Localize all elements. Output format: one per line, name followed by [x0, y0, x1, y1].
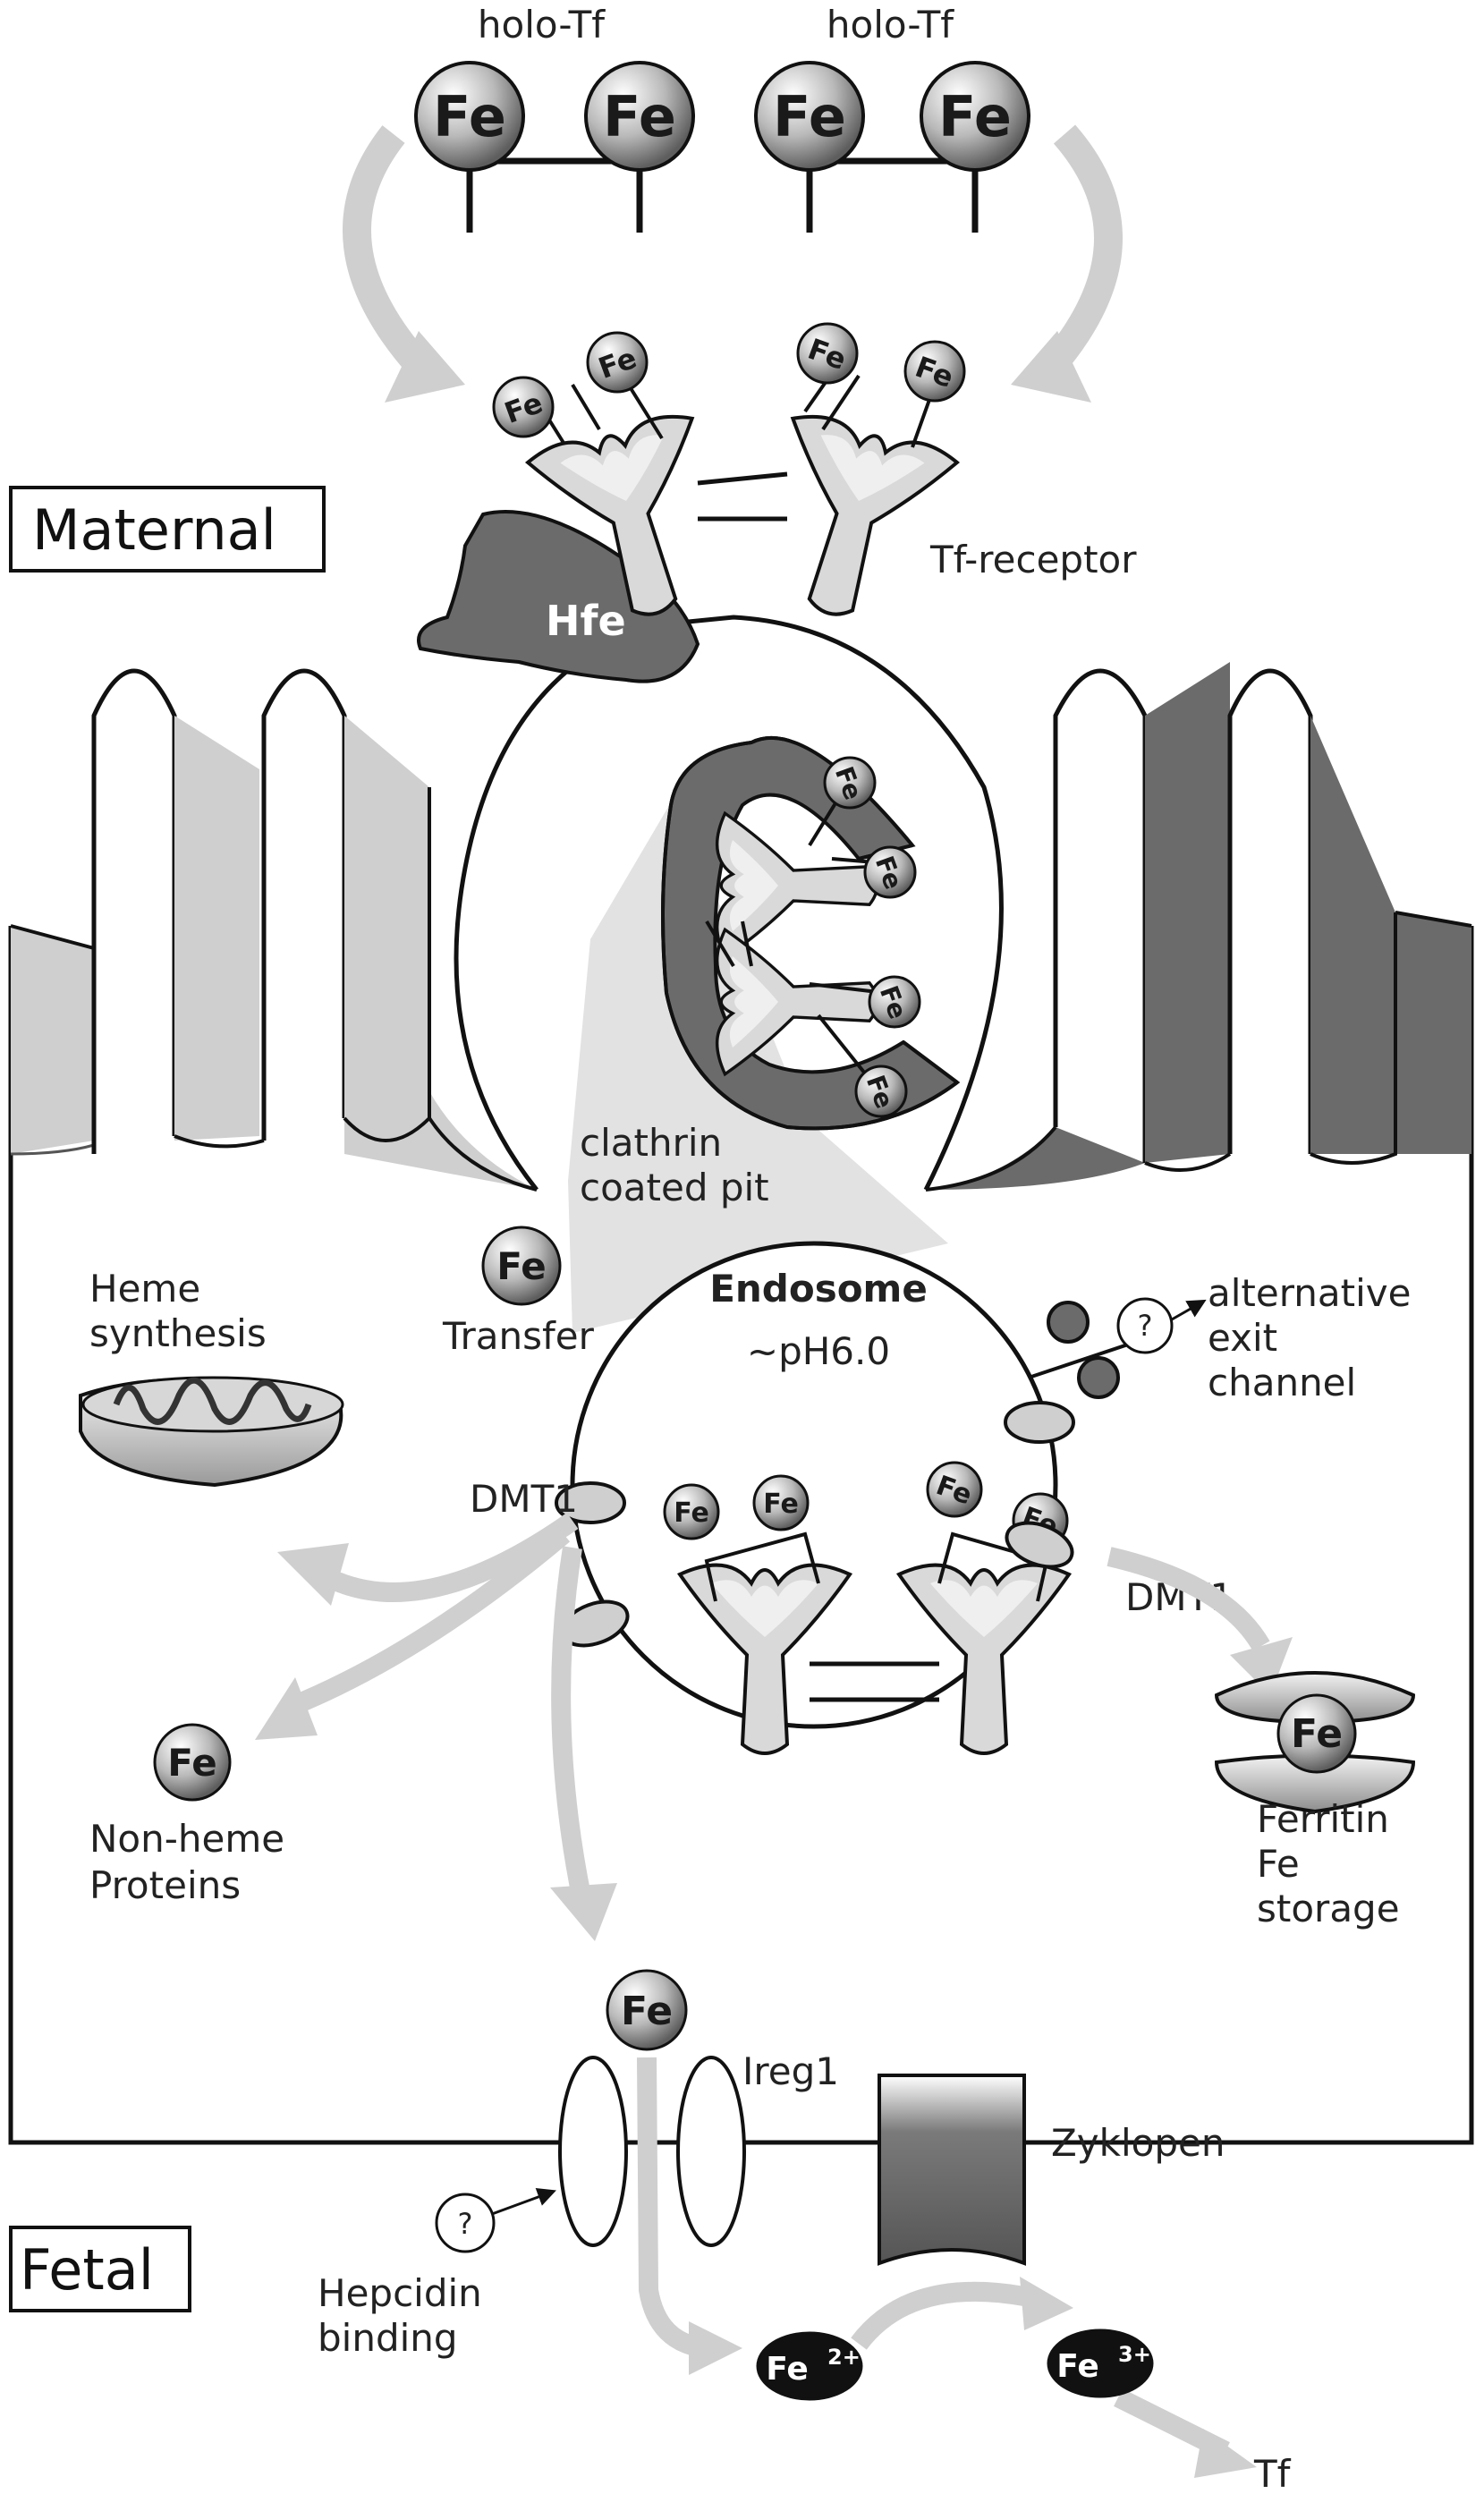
zyklopen: Zyklopen [878, 2074, 1225, 2266]
ferritin-label-line1: Ferritin [1257, 1797, 1389, 1841]
fe-atom-endosome-2: Fe [752, 1474, 810, 1531]
fetal-tf-label: Tf [1253, 2452, 1292, 2494]
svg-text:Fetal: Fetal [20, 2237, 154, 2303]
non-heme-proteins: Fe Non-heme Proteins [89, 1723, 284, 1907]
clathrin-label-line1: clathrin [580, 1121, 722, 1165]
fetal-iron-oxidation: Fe 2+ Fe 3+ Tf [756, 2277, 1292, 2494]
hfe-protein: Hfe [417, 510, 700, 683]
tf-receptor-label: Tf-receptor [929, 538, 1137, 581]
endosome: Endosome ~pH6.0 Fe Fe Fe Fe [555, 1241, 1075, 1755]
microvilli-left [10, 668, 538, 1192]
heme-label-line1: Heme [89, 1267, 200, 1311]
alt-exit-label-line1: alternative [1208, 1271, 1411, 1315]
svg-text:Fe: Fe [1291, 1711, 1343, 1757]
ferritin: Fe Ferritin Fe storage [1214, 1671, 1416, 1930]
fe-atom-pit-3: Fe [868, 975, 921, 1029]
dmt1-right-upper [1004, 1401, 1075, 1444]
alt-exit-label-line2: exit [1208, 1316, 1277, 1360]
hepcidin-label-line1: Hepcidin [318, 2271, 482, 2315]
fe-atom-endosome-3: Fe [926, 1461, 983, 1518]
fe-atom-holo-4: Fe [920, 61, 1030, 172]
tf-receptor-surface: Fe Fe Fe Fe Tf-receptor [492, 322, 1137, 638]
holo-transferrin-left: holo-Tf Fe Fe [414, 3, 695, 233]
endosome-ph-label: ~pH6.0 [747, 1329, 890, 1373]
svg-text:2+: 2+ [827, 2345, 861, 2370]
maternal-region-label: Maternal [9, 486, 326, 573]
endosome-label: Endosome [709, 1267, 928, 1311]
clathrin-label-line2: coated pit [580, 1166, 769, 1209]
fe-atom-ireg1 [606, 1969, 688, 2051]
alt-exit-question-icon [1116, 1297, 1174, 1354]
svg-text:3+: 3+ [1118, 2342, 1151, 2367]
nonheme-label-line1: Non-heme [89, 1817, 284, 1861]
fe-atom-endosome-1: Fe [663, 1483, 720, 1540]
svg-text:Fe: Fe [938, 84, 1012, 149]
dmt1-left-label: DMT1 [470, 1477, 578, 1521]
fetal-region-label: Fetal [9, 2226, 191, 2312]
svg-text:Fe: Fe [773, 84, 846, 149]
fe-atom-holo-1: Fe [414, 61, 525, 172]
hfe-label: Hfe [546, 597, 626, 645]
hepcidin-question-icon [435, 2193, 496, 2253]
dmt1-left-upper [555, 1481, 626, 1524]
svg-text:Fe: Fe [763, 1489, 799, 1520]
fe-atom-receptor-2: Fe [586, 331, 649, 394]
ferritin-label-line2: Fe [1257, 1842, 1300, 1886]
fe-atom-receptor-1: Fe [492, 376, 555, 438]
fe-atom-pit-1: Fe [823, 756, 877, 810]
apical-membrane-invagination [454, 615, 1004, 1192]
svg-text:Fe: Fe [766, 2351, 809, 2388]
fe-atom-pit-2: Fe [863, 845, 917, 899]
svg-text:Maternal: Maternal [32, 497, 276, 563]
dmt1-right-lower [1005, 1521, 1074, 1569]
ferritin-label-line3: storage [1257, 1887, 1400, 1930]
zyklopen-label: Zyklopen [1051, 2121, 1225, 2165]
clathrin-coated-pit: Fe Fe Fe Fe [661, 735, 961, 1131]
fe-atom-receptor-3: Fe [796, 322, 859, 385]
transfer-fe: Fe Transfer [442, 1226, 595, 1358]
svg-text:Fe: Fe [1056, 2348, 1099, 2385]
mitochondrion: Heme synthesis [79, 1267, 344, 1488]
svg-text:?: ? [1138, 1309, 1153, 1343]
svg-text:Fe: Fe [496, 1244, 546, 1288]
svg-text:Fe: Fe [674, 1497, 709, 1529]
nonheme-label-line2: Proteins [89, 1863, 241, 1907]
svg-text:Fe: Fe [433, 84, 506, 149]
alt-exit-label-line3: channel [1208, 1361, 1356, 1404]
hepcidin-binding: ? Hepcidin binding [318, 2187, 556, 2360]
hepcidin-label-line2: binding [318, 2316, 458, 2360]
fe-atom-ferritin [1276, 1693, 1357, 1774]
ferrous-ion: Fe 2+ [756, 2331, 863, 2401]
binding-arrows [343, 124, 1123, 403]
holo-tf-left-label: holo-Tf [478, 3, 606, 47]
heme-label-line2: synthesis [89, 1311, 267, 1355]
transfer-label: Transfer [442, 1314, 595, 1358]
fe-atom-pit-4: Fe [854, 1065, 908, 1118]
fe-atom-transfer [481, 1226, 562, 1306]
ireg1-ferroportin: Fe Ireg1 [558, 1969, 839, 2375]
ferric-ion: Fe 3+ [1047, 2329, 1154, 2398]
fe-atom-holo-2: Fe [584, 61, 695, 172]
fe-atom-holo-3: Fe [754, 61, 865, 172]
fe-atom-nonheme [153, 1723, 232, 1802]
svg-text:Fe: Fe [621, 1989, 673, 2034]
holo-tf-right-label: holo-Tf [827, 3, 954, 47]
svg-text:Fe: Fe [167, 1741, 216, 1785]
svg-text:?: ? [458, 2207, 473, 2241]
holo-transferrin-right: holo-Tf Fe Fe [754, 3, 1030, 233]
svg-text:Fe: Fe [603, 84, 676, 149]
fe-atom-receptor-4: Fe [903, 340, 966, 403]
intracellular-arrows [255, 1513, 1293, 1941]
ireg1-label: Ireg1 [742, 2049, 839, 2093]
alternative-exit-channel: ? alternative exit channel [1028, 1271, 1411, 1404]
microvilli-right [925, 662, 1472, 1192]
